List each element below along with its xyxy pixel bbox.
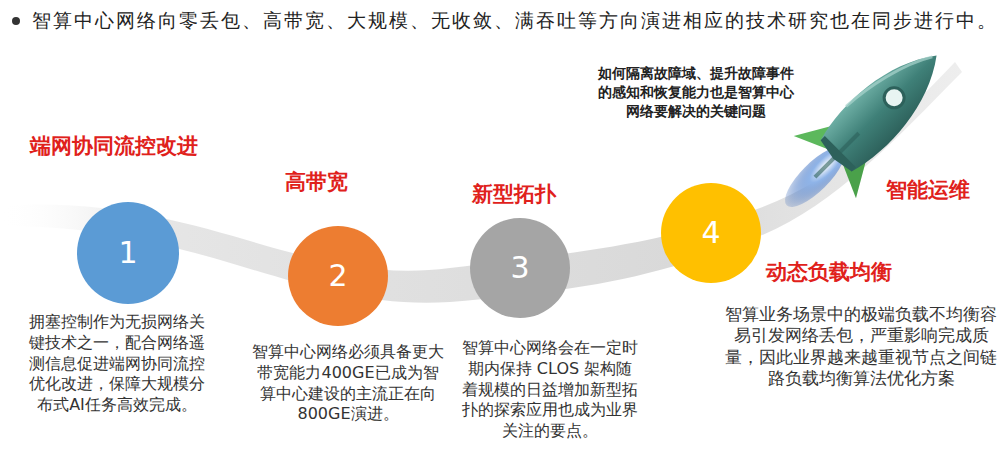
step-circle: 端网协同流控改进1拥塞控制作为无损网络关键技术之一，配合网络遥测信息促进端网协同… [76,201,180,305]
step-description: 智算中心网络会在一定时期内保持 CLOS 架构随着规模的日益增加新型拓扑的探索应… [462,338,638,442]
step-circle: 动态负载均衡4智算业务场景中的极端负载不均衡容易引发网络丢包，严重影响完成质量，… [660,182,762,284]
rocket-illustration [756,24,968,236]
step-description: 智算业务场景中的极端负载不均衡容易引发网络丢包，严重影响完成质量，因此业界越来越… [720,304,1002,390]
callout-number: 4 [660,182,762,284]
step-circle: 高带宽2智算中心网络必须具备更大带宽能力400GE已成为智算中心建设的主流正在向… [287,225,389,327]
callout-number: 2 [287,225,389,327]
heading-text: 智算中心网络向零丢包、高带宽、大规模、无收敛、满吞吐等方向演进相应的技术研究也在… [32,6,1004,36]
circle-fill [77,202,179,304]
step-description: 智算中心网络必须具备更大带宽能力400GE已成为智算中心建设的主流正在向800G… [250,342,446,425]
step-heading: 端网协同流控改进 [30,132,198,160]
step-circle: 新型拓扑3智算中心网络会在一定时期内保持 CLOS 架构随着规模的日益增加新型拓… [469,217,571,319]
bullet-dot [12,17,20,25]
stage-heading: 智能运维 [886,176,996,204]
step-heading: 动态负载均衡 [766,258,892,286]
callout-note: 如何隔离故障域、提升故障事件的感知和恢复能力也是智算中心网络要解决的关键问题 [598,64,794,121]
step-heading: 高带宽 [285,168,348,196]
callout-number: 3 [469,217,571,319]
circle-fill [288,226,388,326]
step-description: 拥塞控制作为无损网络关键技术之一，配合网络遥测信息促进端网协同流控优化改进，保障… [22,312,212,416]
step-heading: 新型拓扑 [472,180,556,208]
circle-fill [661,183,761,283]
circle-fill [470,218,570,318]
callout-number: 1 [76,201,180,305]
